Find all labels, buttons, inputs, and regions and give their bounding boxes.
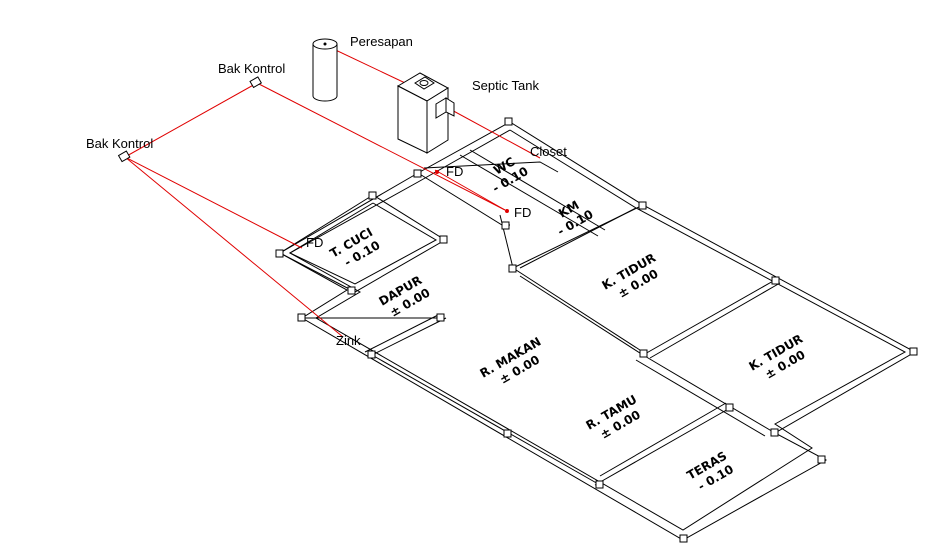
pipe-bak2-fd-km (256, 82, 506, 211)
column-marker (679, 534, 688, 543)
fd-wc-dot (435, 170, 439, 174)
room-r-tamu: R. TAMU ± 0.00 (584, 392, 643, 441)
r-tamu-wall (642, 354, 776, 434)
room-teras: TERAS - 0.10 (685, 449, 737, 494)
k-tidur-left-wall (512, 267, 644, 353)
column-marker (439, 235, 448, 244)
building-walls (278, 121, 917, 541)
column-marker (725, 403, 734, 412)
k-tidur-left-wall-2 (519, 275, 644, 356)
wc-km-divider (423, 161, 559, 173)
pipe-bak1-fd-cuci (124, 156, 303, 249)
column-marker (508, 264, 517, 273)
room-labels: WC - 0.10 KM - 0.10 T. CUCI - 0.10 DAPUR… (328, 154, 808, 494)
teras-wall-2 (599, 402, 727, 477)
room-k-tidur-2: K. TIDUR ± 0.00 (747, 332, 808, 382)
label-bak-kontrol-left: Bak Kontrol (86, 136, 153, 151)
room-wc: WC - 0.10 (490, 154, 531, 195)
column-marker (638, 201, 647, 210)
dapur-divider-3 (364, 313, 441, 353)
room-dapur: DAPUR ± 0.00 (377, 273, 433, 320)
r-tamu-wall-2 (635, 359, 766, 437)
label-zink: Zink (336, 333, 361, 348)
km-right-wall-2 (519, 207, 637, 269)
column-marker (367, 350, 376, 359)
label-fd-km: FD (514, 205, 531, 220)
wc-km-partition-2 (459, 154, 599, 237)
septic-tank (396, 72, 455, 154)
peresapan-cylinder (312, 38, 338, 102)
label-fd-wc: FD (446, 164, 463, 179)
column-marker (595, 480, 604, 489)
label-closet: Closet (530, 144, 567, 159)
annotation-labels: Peresapan Bak Kontrol Bak Kontrol Septic… (86, 34, 567, 348)
room-k-tidur-1: K. TIDUR ± 0.00 (600, 251, 661, 301)
outer-wall-inner-line (288, 129, 907, 531)
septic-tank-port-face (445, 97, 455, 117)
k-tidur-divider-2 (649, 282, 781, 359)
column-marker (436, 313, 445, 322)
septic-tank-hatch-ring (419, 80, 429, 86)
label-peresapan: Peresapan (350, 34, 413, 49)
label-bak-kontrol-top: Bak Kontrol (218, 61, 285, 76)
column-marker (501, 221, 510, 230)
pipe-bak1-bak2 (124, 82, 258, 158)
column-marker (413, 169, 422, 178)
column-marker (297, 313, 306, 322)
dapur-divider-2 (371, 317, 447, 356)
pipe-septic-closet (447, 107, 541, 159)
makan-tamu-line (371, 354, 601, 486)
wc-km-partition (469, 149, 606, 231)
peresapan-inlet (323, 42, 327, 46)
column-marker (368, 191, 377, 200)
label-septic-tank: Septic Tank (472, 78, 539, 93)
peresapan-body (312, 44, 338, 102)
column-marker (817, 455, 826, 464)
column-marker (770, 428, 779, 437)
bak-kontrol-boxes (117, 76, 263, 163)
pipe-fd-wc (434, 169, 506, 211)
fd-km-dot (505, 209, 509, 213)
column-marker (909, 347, 918, 356)
k-tidur-divider (642, 279, 776, 356)
column-marker (503, 429, 512, 438)
column-marker (639, 349, 648, 358)
column-marker (347, 286, 356, 295)
pipe-bak1-zink (124, 156, 344, 338)
room-t-cuci: T. CUCI - 0.10 (328, 225, 383, 270)
teras-wall (594, 407, 731, 486)
t-cuci-wall-inner (288, 202, 438, 285)
bak-kontrol-box (117, 150, 131, 163)
column-marker (504, 117, 513, 126)
column-markers (275, 117, 918, 543)
bak-kontrol-box (249, 76, 263, 89)
column-marker (275, 249, 284, 258)
column-marker (771, 276, 780, 285)
room-r-makan: R. MAKAN ± 0.00 (478, 334, 544, 386)
label-fd-cuci: FD (306, 235, 323, 250)
